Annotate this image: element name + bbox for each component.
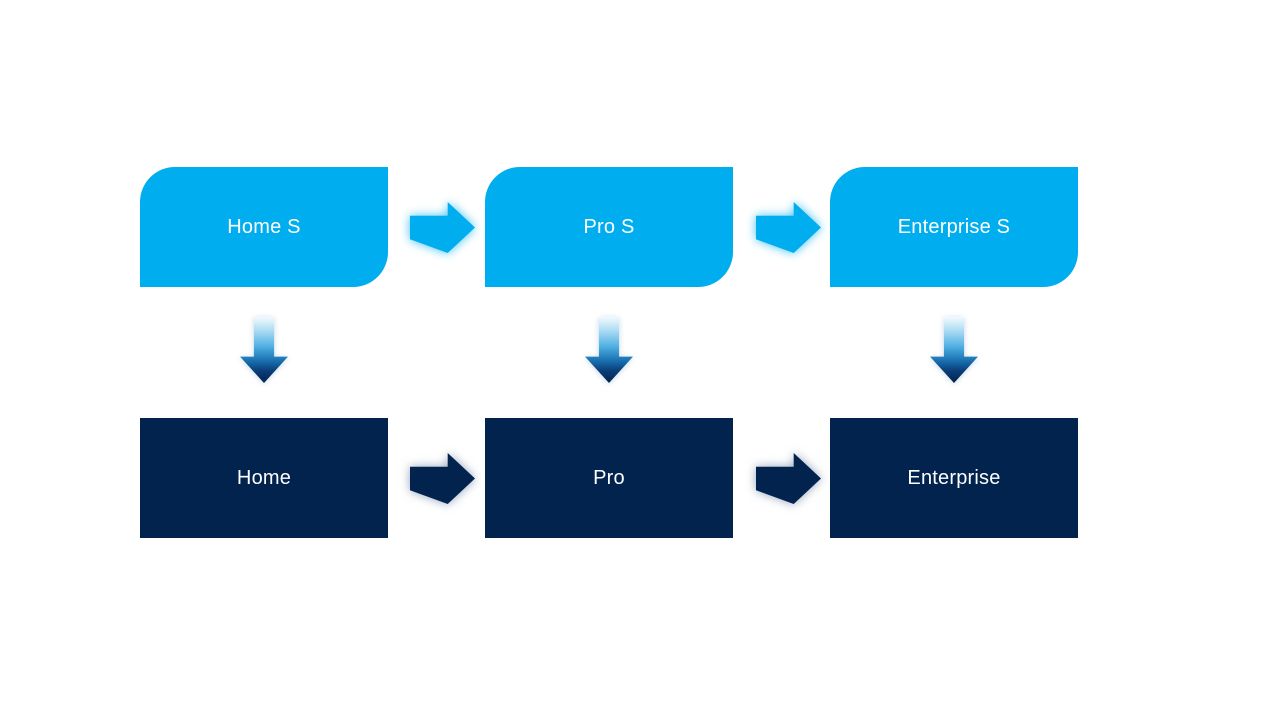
node-enterprise-s-label: Enterprise S [897,215,1011,238]
arrow-right-shape [410,202,475,253]
arrow-right-shape [410,453,475,504]
arrow-right-shape [756,202,821,253]
arrow-down-icon [585,317,633,383]
node-pro-label: Pro [593,466,625,489]
node-home: Home [140,418,388,538]
node-enterprise: Enterprise [830,418,1078,538]
node-pro-s: Pro S [485,167,733,287]
arrow-right-icon [410,202,475,253]
arrow-right-icon [756,453,821,504]
arrow-down-shape [240,317,288,383]
arrow-right-shape [756,453,821,504]
arrow-down-shape [585,317,633,383]
arrow-down-icon [240,317,288,383]
node-pro-s-label: Pro S [583,215,635,238]
arrow-down-icon [930,317,978,383]
node-enterprise-label: Enterprise [907,466,1001,489]
node-enterprise-s: Enterprise S [830,167,1078,287]
node-pro: Pro [485,418,733,538]
node-home-s-label: Home S [227,215,301,238]
node-home-s: Home S [140,167,388,287]
arrow-right-icon [756,202,821,253]
node-home-label: Home [236,466,292,489]
arrow-down-shape [930,317,978,383]
arrow-right-icon [410,453,475,504]
